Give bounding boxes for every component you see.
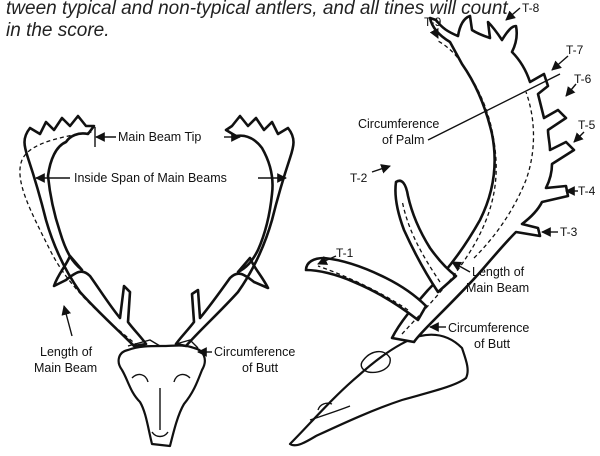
left-circ-butt-label-1: Circumference xyxy=(214,345,295,359)
inside-span-label: Inside Span of Main Beams xyxy=(74,171,227,185)
left-length-label-2: Main Beam xyxy=(34,361,97,375)
left-length-label-1: Length of xyxy=(40,345,93,359)
left-circ-butt-label-2: of Butt xyxy=(242,361,279,375)
right-circ-butt-label-2: of Butt xyxy=(474,337,511,351)
tine-t9-label: T-9 xyxy=(424,15,442,29)
tine-t7-label: T-7 xyxy=(566,43,584,57)
tine-t8-leader xyxy=(506,8,520,20)
right-length-label-1: Length of xyxy=(472,265,525,279)
tine-t3-label: T-3 xyxy=(560,225,578,239)
right-length-label-2: Main Beam xyxy=(466,281,529,295)
right-antler-diagram: Circumference of Palm Length of Main Bea… xyxy=(290,1,596,445)
left-antler-left-side xyxy=(25,116,147,346)
left-antler-right-side xyxy=(176,116,294,346)
circ-palm-label-1: Circumference xyxy=(358,117,439,131)
circ-palm-label-2: of Palm xyxy=(382,133,424,147)
tine-t6-label: T-6 xyxy=(574,72,592,86)
right-circ-butt-label-1: Circumference xyxy=(448,321,529,335)
tine-t2-label: T-2 xyxy=(350,171,368,185)
tine-t5-label: T-5 xyxy=(578,118,596,132)
left-skull xyxy=(119,346,205,447)
main-beam-tip-label: Main Beam Tip xyxy=(118,130,201,144)
tine-t1-shape xyxy=(306,258,426,320)
tine-t8-label: T-8 xyxy=(522,1,540,15)
tine-t1-label: T-1 xyxy=(336,246,354,260)
tine-t2-shape xyxy=(395,181,456,292)
tine-t5-leader xyxy=(574,132,584,142)
left-antler-diagram: Inside Span of Main Beams Main Beam Tip … xyxy=(20,116,295,446)
tine-t7-leader xyxy=(552,56,568,70)
tine-t4-label: T-4 xyxy=(578,184,596,198)
tine-t2-leader xyxy=(372,166,390,172)
left-length-leader xyxy=(64,306,72,336)
